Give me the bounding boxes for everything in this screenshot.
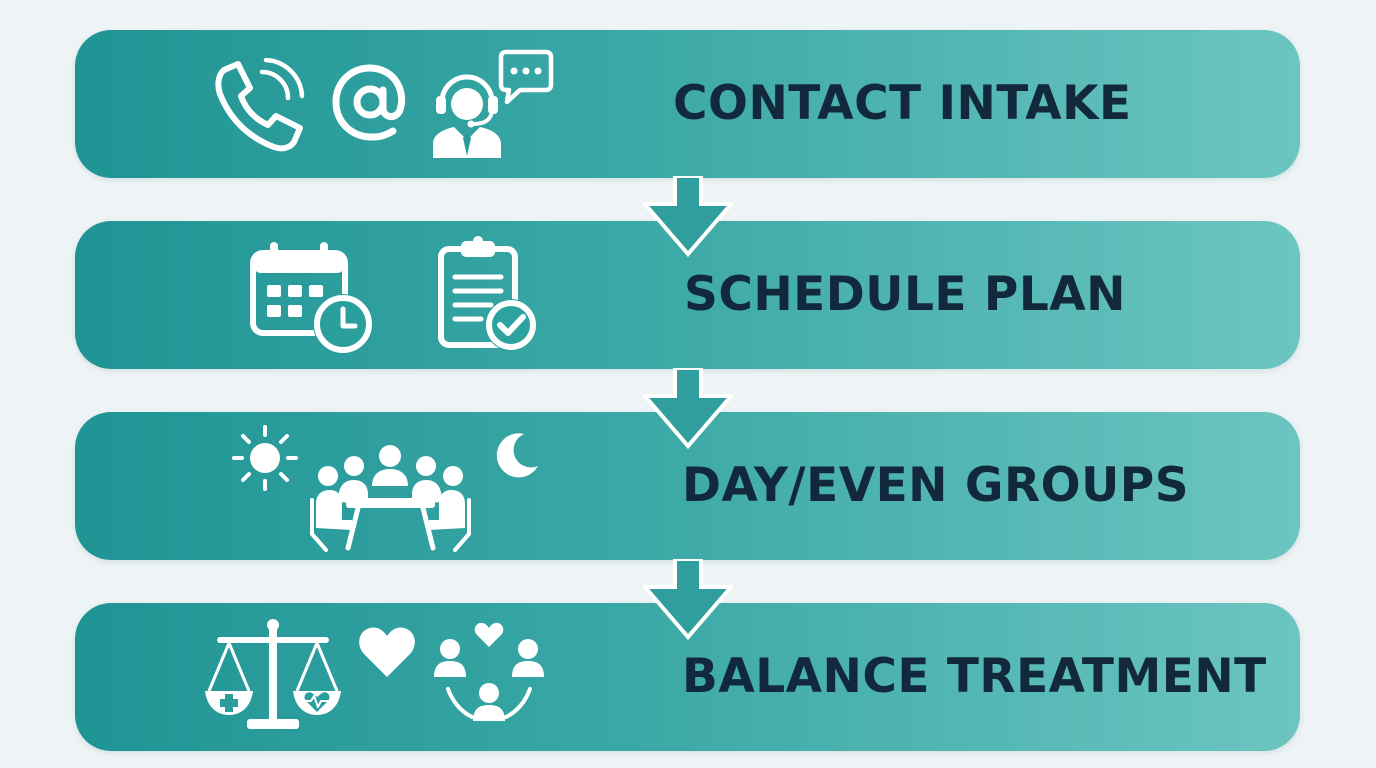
at-sign-icon xyxy=(332,64,405,141)
moon-icon xyxy=(496,433,538,478)
step-label: CONTACT INTAKE xyxy=(673,76,1132,131)
phone-icon xyxy=(215,58,305,152)
sun-icon xyxy=(232,425,298,491)
community-heart-icon xyxy=(434,622,544,721)
step-label: DAY/EVEN GROUPS xyxy=(682,458,1190,513)
calendar-clock-icon xyxy=(250,242,373,354)
flow-arrow-3 xyxy=(643,559,733,641)
step-schedule-plan: SCHEDULE PLAN xyxy=(75,221,1300,369)
scale-icon xyxy=(205,619,341,729)
heart-icon xyxy=(359,627,415,677)
group-meeting-icon xyxy=(310,445,471,552)
support-agent-icon xyxy=(433,74,501,158)
step-label: BALANCE TREATMENT xyxy=(682,649,1267,704)
step-contact-intake: CONTACT INTAKE xyxy=(75,30,1300,178)
flow-arrow-2 xyxy=(643,368,733,450)
chat-bubble-icon xyxy=(498,49,554,105)
flow-arrow-1 xyxy=(643,176,733,258)
step-label: SCHEDULE PLAN xyxy=(684,267,1126,322)
clipboard-check-icon xyxy=(438,236,537,351)
